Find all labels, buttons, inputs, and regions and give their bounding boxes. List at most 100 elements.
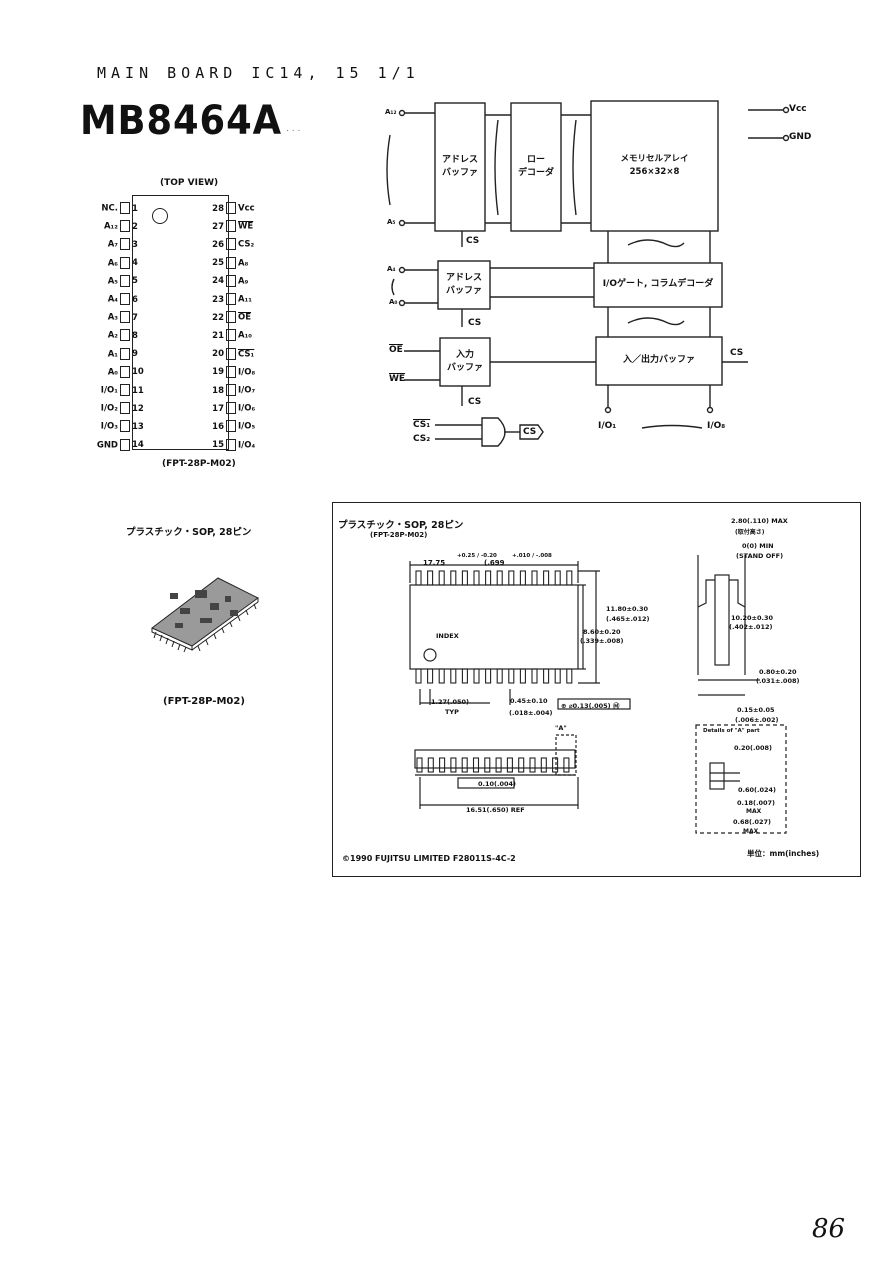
pin-name: A₉ bbox=[238, 276, 249, 287]
pin1-marker-circle bbox=[152, 208, 168, 224]
addr-a4-label: A₄ bbox=[387, 265, 396, 273]
overall-width-label: 10.20±0.30 bbox=[731, 614, 774, 622]
pin-pad bbox=[226, 329, 236, 342]
pin-pad bbox=[120, 347, 130, 360]
pin-name: A₈ bbox=[238, 258, 249, 269]
pitch-label: 1.27(.050) bbox=[431, 698, 470, 706]
pin-left-12: I/O₂ 12 bbox=[86, 402, 146, 415]
part-number-title: MB8464A bbox=[80, 98, 283, 144]
row-decoder-box: ロー デコーダ bbox=[517, 154, 554, 179]
pin-name: CS₂ bbox=[238, 239, 255, 250]
io-gate-column-decoder-box: I/Oゲート, コラムデコーダ bbox=[602, 279, 714, 290]
dim-body2-inch: (.339±.008) bbox=[580, 637, 624, 645]
cs-label-bottom: CS bbox=[468, 397, 482, 407]
overall-width-inch: (.402±.012) bbox=[729, 623, 773, 631]
pin-name: A₁₂ bbox=[103, 221, 118, 232]
pin-number: 24 bbox=[212, 276, 224, 287]
package-lead-side bbox=[529, 757, 536, 773]
package-lead-top bbox=[496, 570, 503, 586]
package-caption: プラスチック・SOP, 28ピン bbox=[126, 527, 252, 538]
package-lead-side bbox=[484, 757, 491, 773]
input-buffer-box: 入力 バッファ bbox=[446, 349, 483, 374]
pin-pad bbox=[120, 438, 130, 451]
package-photo-illustration bbox=[151, 577, 259, 653]
oe-label: OE bbox=[389, 345, 403, 355]
pin-number: 13 bbox=[132, 421, 144, 432]
pin-number: 9 bbox=[132, 349, 138, 360]
cs-label-top: CS bbox=[466, 236, 480, 246]
detail-a-title: Details of "A" part bbox=[703, 728, 760, 734]
pin-pad bbox=[120, 329, 130, 342]
pin-name: I/O₅ bbox=[238, 421, 256, 432]
package-lead-side bbox=[450, 757, 457, 773]
package-lead-top bbox=[415, 570, 422, 586]
pin-pad bbox=[120, 220, 130, 233]
pin-number: 20 bbox=[212, 349, 224, 360]
block-diagram bbox=[386, 100, 790, 447]
io1-label: I/O₁ bbox=[598, 421, 617, 431]
pin-name: A₇ bbox=[107, 239, 118, 250]
package-lead-bottom bbox=[519, 668, 526, 684]
pin-left-7: A₃ 7 bbox=[86, 311, 146, 324]
pin-pad bbox=[226, 365, 236, 378]
pin-number: 15 bbox=[212, 440, 224, 451]
cs2-input-label: CS₂ bbox=[413, 434, 431, 444]
detail-dim-1: 0.20(.008) bbox=[734, 744, 773, 752]
pin-pad bbox=[120, 256, 130, 269]
package-lead-bottom bbox=[566, 668, 573, 684]
title-dots: . . . bbox=[286, 124, 301, 134]
pin-number: 16 bbox=[212, 421, 224, 432]
pin-name: A₃ bbox=[107, 312, 118, 323]
pinout-package-label: (FPT-28P-M02) bbox=[162, 459, 236, 469]
package-lead-top bbox=[427, 570, 434, 586]
package-lead-top bbox=[554, 570, 561, 586]
pin-number: 1 bbox=[132, 203, 138, 214]
package-lead-side bbox=[518, 757, 525, 773]
pin-pad bbox=[120, 402, 130, 415]
pin-name: I/O₆ bbox=[238, 403, 256, 414]
pin-name: I/O₁ bbox=[100, 385, 118, 396]
cs-label-io-buffer: CS bbox=[730, 348, 744, 358]
pin-pad bbox=[226, 402, 236, 415]
package-lead-top bbox=[519, 570, 526, 586]
pin-number: 7 bbox=[132, 312, 138, 323]
pin-number: 23 bbox=[212, 294, 224, 305]
package-lead-bottom bbox=[473, 668, 480, 684]
vcc-label: Vcc bbox=[789, 104, 807, 114]
cs-gate-output-label: CS bbox=[523, 427, 537, 437]
package-lead-bottom bbox=[543, 668, 550, 684]
io-buffer-box: 入／出力バッファ bbox=[622, 355, 695, 366]
pin-right-24: 24 A₉ bbox=[212, 274, 249, 287]
lead-thickness-inch: (.006±.002) bbox=[735, 716, 779, 724]
lead-length-label: 0.80±0.20 bbox=[759, 668, 797, 676]
pin-number: 12 bbox=[132, 403, 144, 414]
pin-pad bbox=[226, 238, 236, 251]
package-drawing-frame bbox=[332, 502, 861, 877]
gnd-label: GND bbox=[789, 132, 812, 142]
pin-name: WE bbox=[238, 221, 254, 232]
package-lead-top bbox=[485, 570, 492, 586]
dim-length: 17.75 bbox=[423, 559, 446, 567]
package-lead-bottom bbox=[450, 668, 457, 684]
package-lead-side bbox=[563, 757, 570, 773]
package-lead-bottom bbox=[496, 668, 503, 684]
package-drawing-code: (FPT-28P-M02) bbox=[370, 531, 428, 539]
pin-pad bbox=[226, 384, 236, 396]
dim-length-tol: +0.25 / -0.20 bbox=[457, 553, 497, 559]
pin-pad bbox=[226, 420, 236, 433]
pin-number: 17 bbox=[212, 403, 224, 414]
standoff-sub: (STAND OFF) bbox=[736, 552, 784, 560]
package-lead-bottom bbox=[554, 668, 561, 684]
pin-name: I/O₂ bbox=[100, 403, 118, 414]
package-lead-side bbox=[552, 757, 559, 773]
